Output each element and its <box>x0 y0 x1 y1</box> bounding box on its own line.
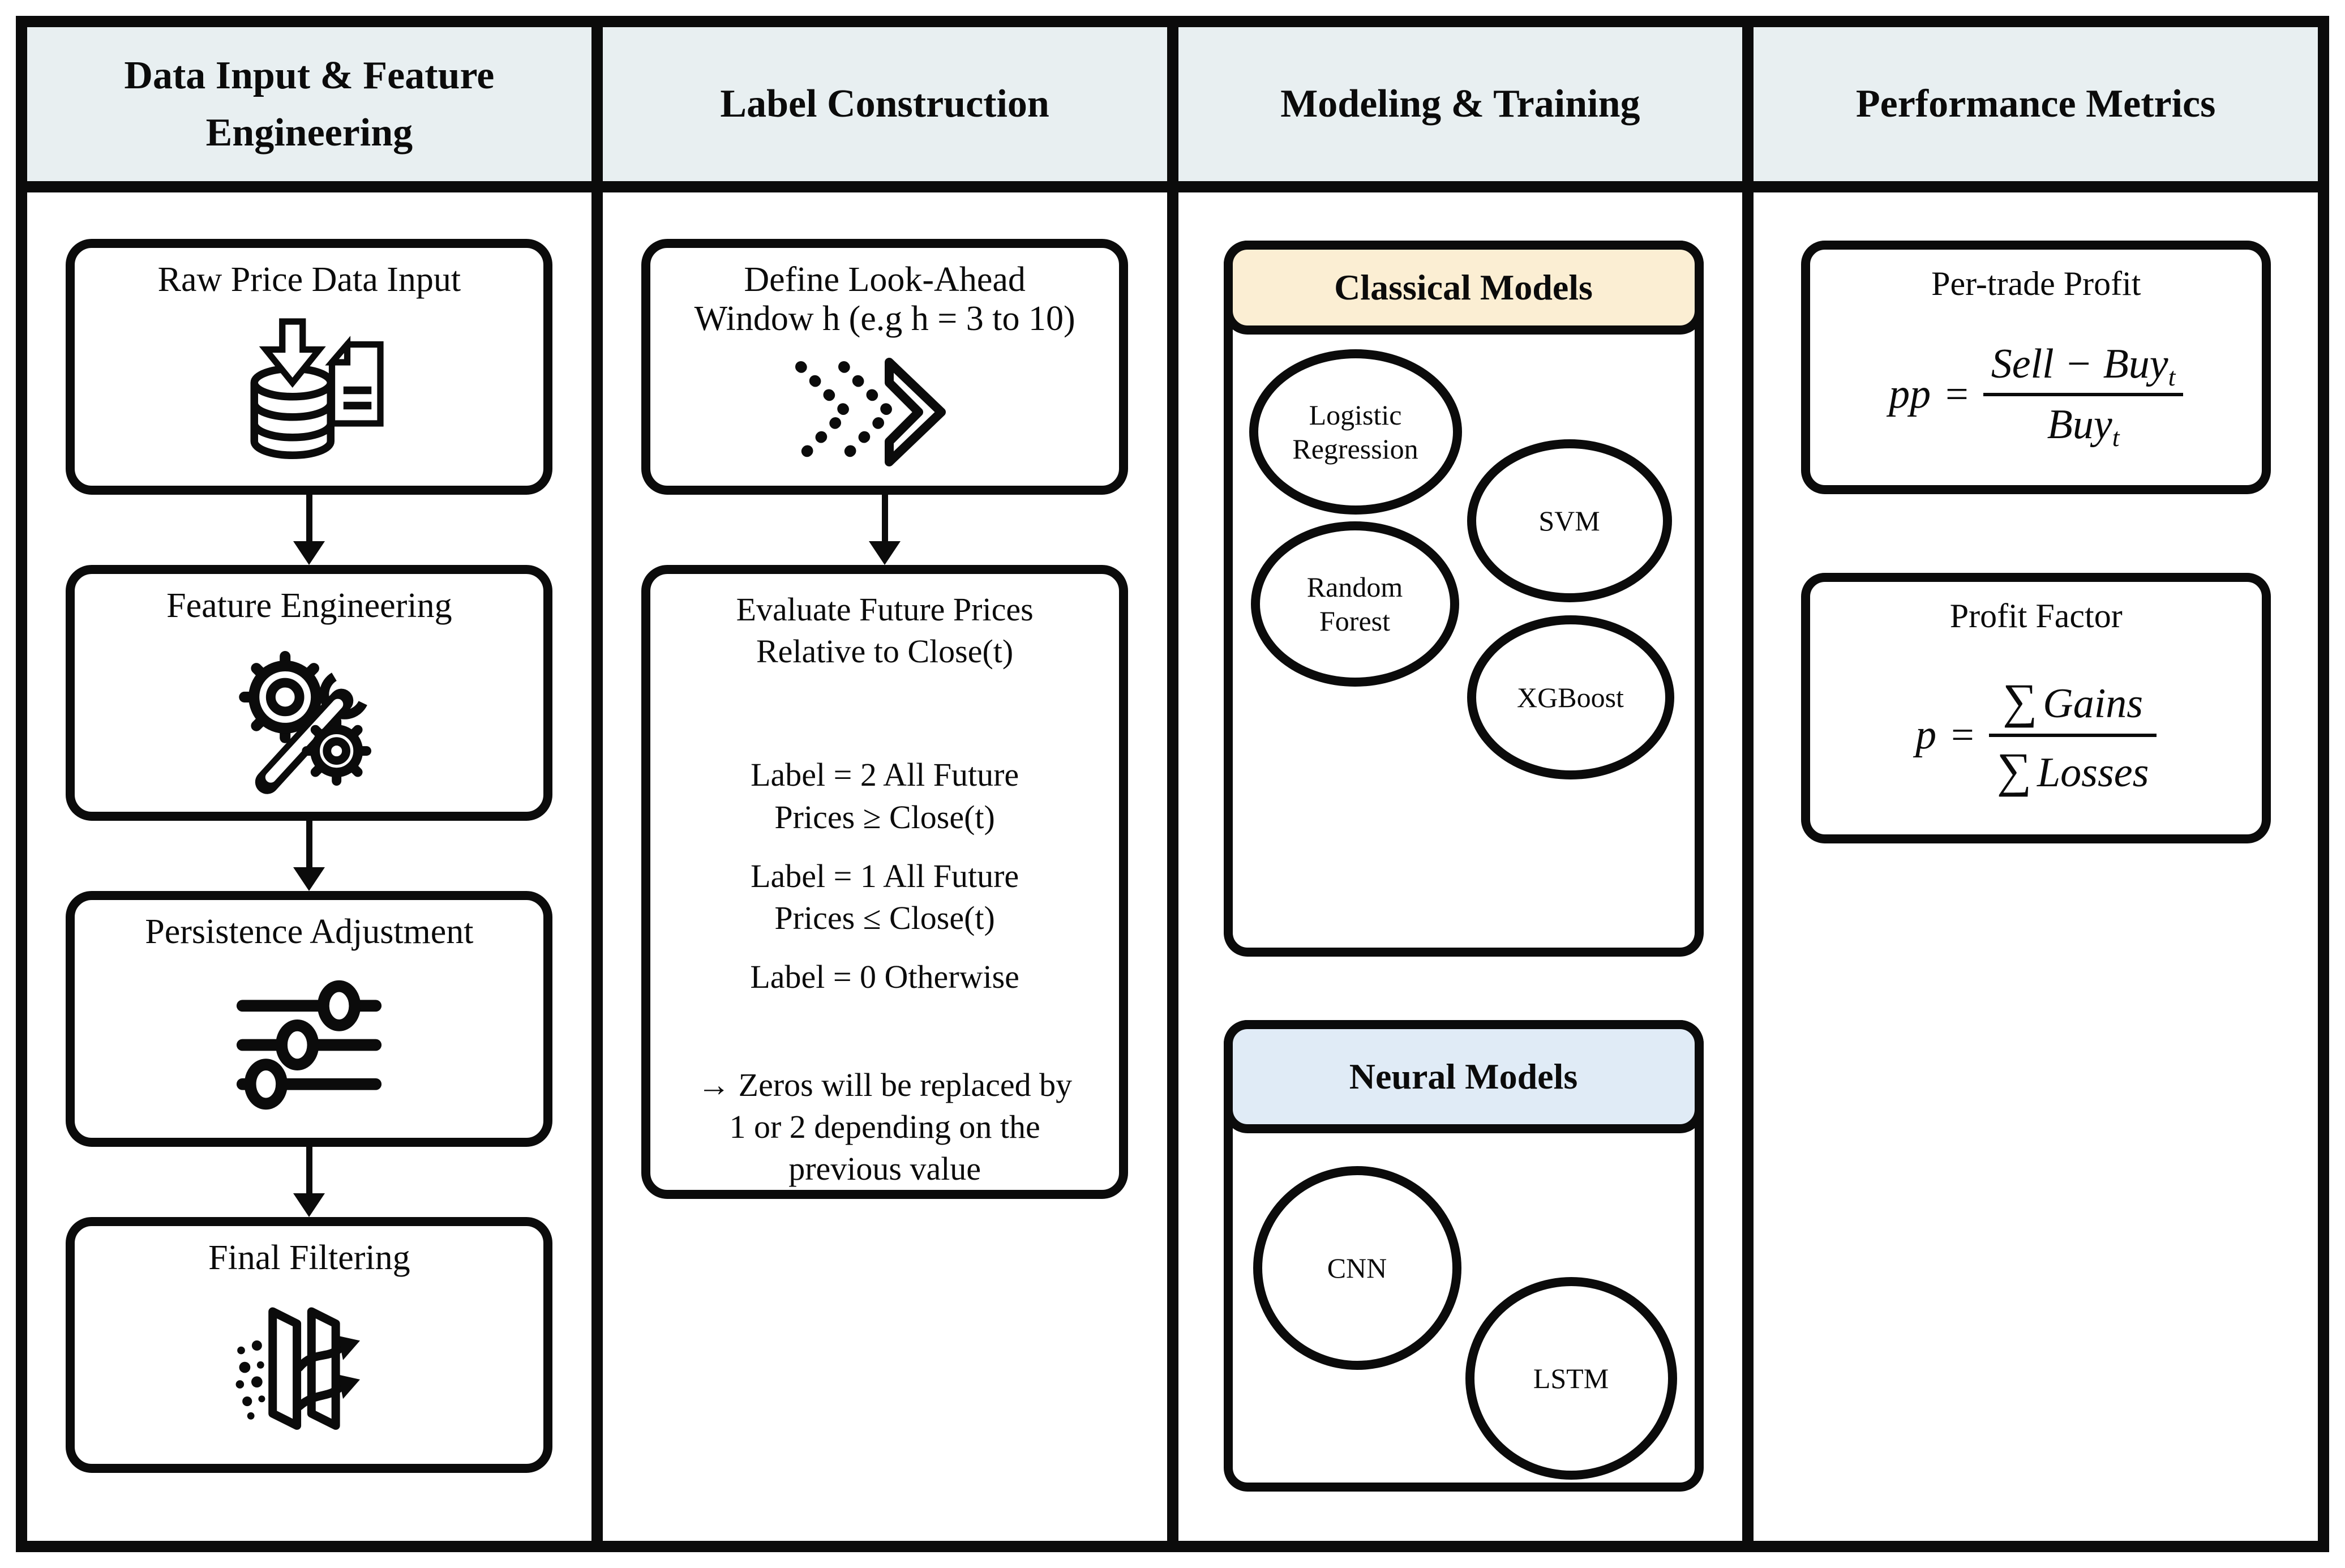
column-label-construction: Define Look-Ahead Window h (e.g h = 3 to… <box>602 192 1167 1541</box>
feature-engineering-box: Feature Engineering <box>66 565 553 821</box>
profit-factor-box: Profit Factor p = ∑ Gains ∑ Losses <box>1801 573 2271 843</box>
formula-lhs: p <box>1915 712 1937 758</box>
profit-factor-formula: p = ∑ Gains ∑ Losses <box>1915 636 2157 834</box>
rule-text: Relative to Close(t) <box>756 633 1014 670</box>
note-text: previous value <box>788 1150 981 1188</box>
metric-title: Per-trade Profit <box>1931 265 2141 302</box>
neural-models-container: Neural Models CNN LSTM <box>1223 1020 1704 1492</box>
container-title: Neural Models <box>1349 1056 1578 1096</box>
rule-text: Prices ≤ Close(t) <box>774 899 995 937</box>
numerator-subscript: t <box>2168 362 2176 391</box>
model-label: Random Forest <box>1306 571 1403 637</box>
box-title: Raw Price Data Input <box>157 260 461 299</box>
denominator: Buy <box>2047 401 2112 448</box>
box-title: Feature Engineering <box>166 586 452 625</box>
header-line: Modeling & Training <box>1280 82 1640 126</box>
down-arrow <box>293 495 325 565</box>
classical-models-header: Classical Models <box>1223 241 1704 335</box>
persistence-adjustment-box: Persistence Adjustment <box>66 891 553 1147</box>
model-label: CNN <box>1327 1252 1387 1284</box>
model-svm: SVM <box>1467 439 1672 602</box>
header-line: Performance Metrics <box>1855 82 2216 126</box>
classical-models-container: Classical Models Logistic Regression SVM… <box>1223 241 1704 957</box>
formula-lhs: pp <box>1889 371 1931 417</box>
column-modeling-training: Classical Models Logistic Regression SVM… <box>1178 192 1743 1541</box>
model-xgboost: XGBoost <box>1467 615 1674 779</box>
look-ahead-window-box: Define Look-Ahead Window h (e.g h = 3 to… <box>641 239 1129 495</box>
neural-models-header: Neural Models <box>1223 1020 1704 1133</box>
fraction-bar <box>1988 733 2157 737</box>
down-arrow <box>293 821 325 891</box>
box-title: Persistence Adjustment <box>145 912 474 951</box>
header-line: Data Input & Feature <box>124 53 495 97</box>
container-title: Classical Models <box>1334 267 1593 307</box>
fraction-bar <box>1983 392 2184 396</box>
model-logistic-regression: Logistic Regression <box>1249 349 1462 515</box>
gears-wrench-icon <box>75 626 543 812</box>
model-lstm: LSTM <box>1465 1277 1677 1480</box>
model-random-forest: Random Forest <box>1250 521 1459 687</box>
header-line: Label Construction <box>720 82 1049 126</box>
rule-text: Prices ≥ Close(t) <box>774 798 995 836</box>
sliders-icon <box>75 952 543 1138</box>
sum-symbol: ∑ <box>1996 742 2031 797</box>
rule-text: Label = 1 All Future <box>751 857 1019 894</box>
model-cnn: CNN <box>1253 1166 1461 1370</box>
column-header-label-construction: Label Construction <box>602 27 1167 181</box>
raw-price-data-input-box: Raw Price Data Input <box>66 239 553 495</box>
note-text: 1 or 2 depending on the <box>729 1108 1040 1145</box>
model-label: Logistic Regression <box>1292 399 1418 465</box>
fraction: ∑ Gains ∑ Losses <box>1988 672 2157 798</box>
denominator: Losses <box>2037 749 2149 796</box>
box-title: Define Look-Ahead <box>744 260 1026 299</box>
rule-text: Evaluate Future Prices <box>736 591 1034 628</box>
down-arrow <box>869 495 901 565</box>
column-header-data-input: Data Input & Feature Engineering <box>27 27 591 181</box>
column-data-input-feature-engineering: Raw Price Data Input Feat <box>27 192 591 1541</box>
rule-text: Label = 0 Otherwise <box>750 958 1019 996</box>
database-download-icon <box>75 299 543 486</box>
down-arrow <box>293 1147 325 1217</box>
formula-equals: = <box>1951 712 1974 757</box>
sum-symbol: ∑ <box>2002 673 2038 728</box>
box-title: Window h (e.g h = 3 to 10) <box>694 299 1075 339</box>
note-text: → Zeros will be replaced by <box>697 1066 1073 1103</box>
pipeline-diagram: Data Input & Feature Engineering Label C… <box>16 16 2329 1552</box>
metric-title: Profit Factor <box>1949 597 2123 635</box>
column-performance-metrics: Per-trade Profit pp = Sell − Buy t Buy t <box>1754 192 2318 1541</box>
model-label: XGBoost <box>1517 682 1624 713</box>
column-header-performance-metrics: Performance Metrics <box>1754 27 2318 181</box>
numerator: Gains <box>2043 680 2143 727</box>
formula-equals: = <box>1945 371 1969 417</box>
denominator-subscript: t <box>2112 422 2120 452</box>
box-title: Final Filtering <box>208 1239 410 1277</box>
fraction: Sell − Buy t Buy t <box>1983 340 2184 452</box>
column-header-modeling-training: Modeling & Training <box>1178 27 1743 181</box>
model-label: SVM <box>1538 505 1600 537</box>
model-label: LSTM <box>1533 1363 1609 1394</box>
fast-forward-icon <box>650 339 1119 486</box>
numerator: Sell − Buy <box>1991 340 2168 387</box>
per-trade-profit-formula: pp = Sell − Buy t Buy t <box>1889 303 2184 485</box>
per-trade-profit-box: Per-trade Profit pp = Sell − Buy t Buy t <box>1801 241 2271 494</box>
header-line: Engineering <box>205 111 413 155</box>
label-rules-box: Evaluate Future Prices Relative to Close… <box>641 565 1129 1199</box>
final-filtering-box: Final Filtering <box>66 1217 553 1473</box>
rule-text: Label = 2 All Future <box>751 756 1019 794</box>
filter-icon <box>75 1278 543 1464</box>
